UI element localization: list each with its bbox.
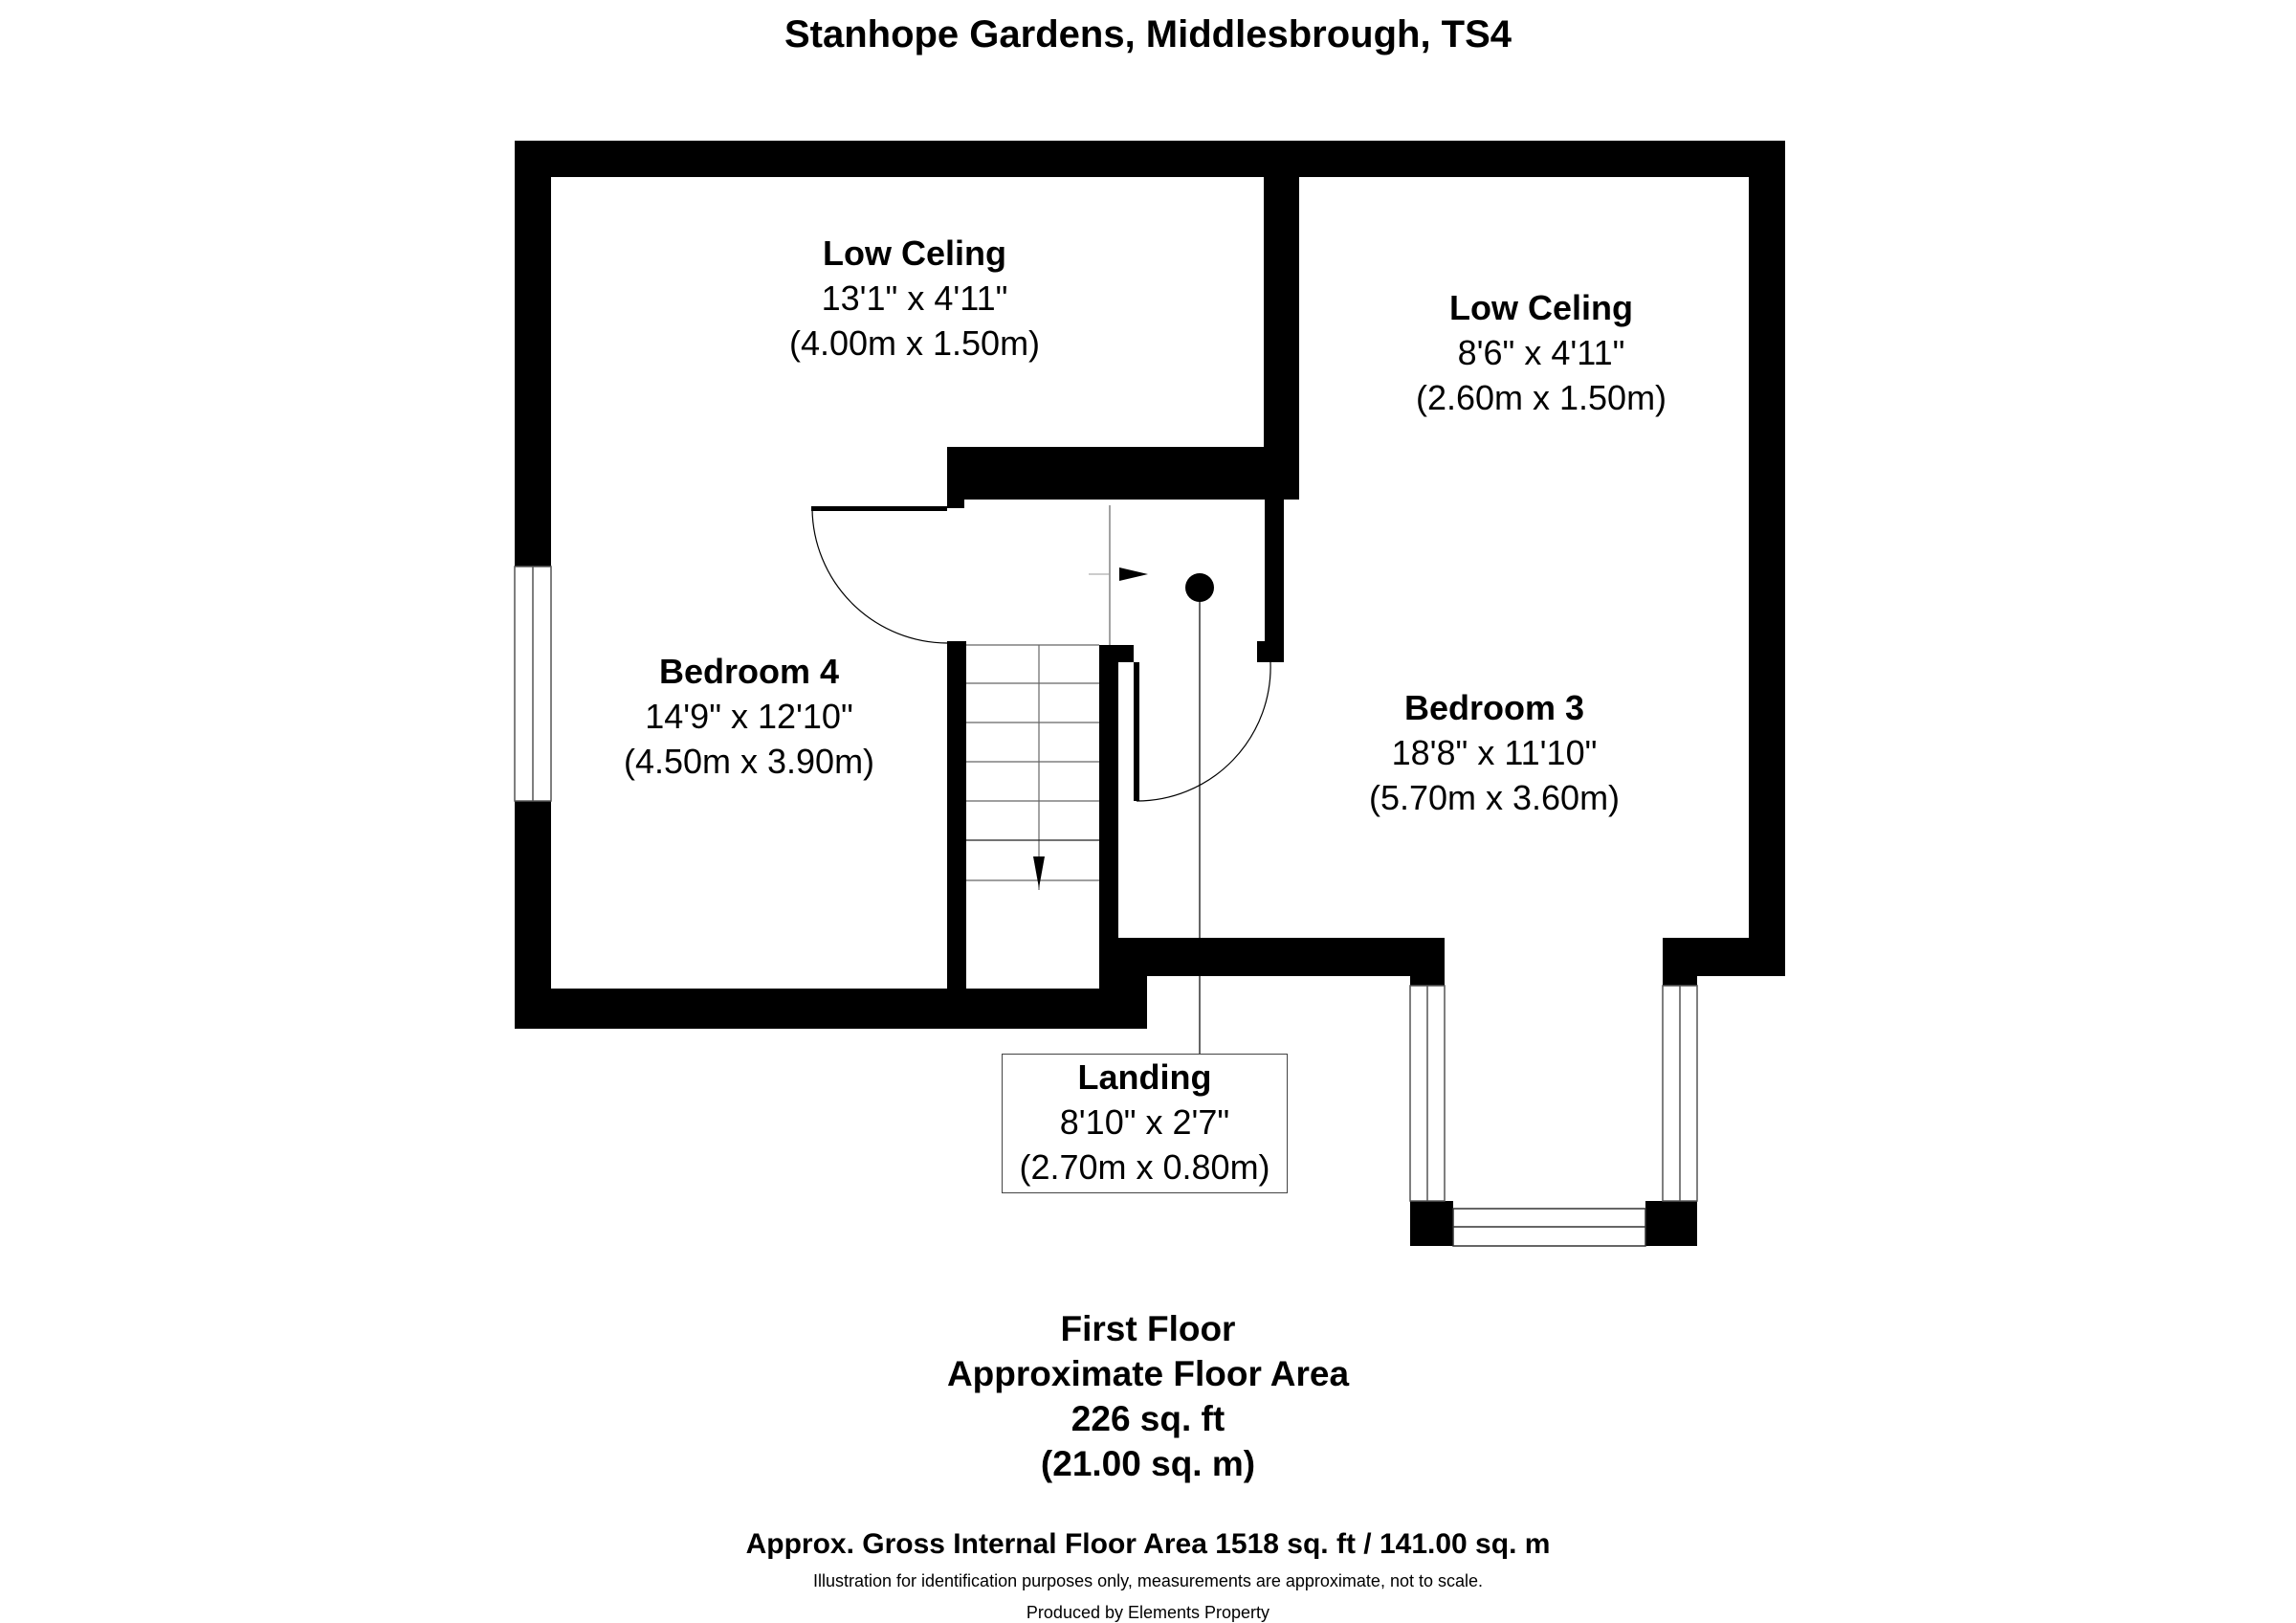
room-metric: (2.70m x 0.80m) [1019, 1147, 1270, 1187]
floor-summary: First Floor Approximate Floor Area 226 s… [0, 1306, 2296, 1486]
room-metric: (5.70m x 3.60m) [1368, 778, 1621, 817]
bay-window-bottom [1452, 1208, 1646, 1247]
room-imperial: 8'10" x 2'7" [1059, 1102, 1230, 1142]
window-left [514, 566, 552, 802]
disclaimer: Illustration for identification purposes… [812, 1571, 1484, 1590]
door-bedroom-4 [811, 506, 948, 644]
room-name: Bedroom 4 [658, 652, 840, 691]
room-imperial: 8'6" x 4'11" [1457, 333, 1625, 372]
gross-internal-area: Approx. Gross Internal Floor Area 1518 s… [745, 1528, 1551, 1560]
room-label-bedroom-4: Bedroom 4 14'9" x 12'10" (4.50m x 3.90m) [624, 649, 874, 784]
room-label-low-ceiling-left: Low Celing 13'1" x 4'11" (4.00m x 1.50m) [789, 231, 1040, 366]
floor-area-label: Approximate Floor Area [946, 1354, 1350, 1393]
walls [515, 141, 1785, 1246]
stair-direction-arrow-icon [1033, 856, 1045, 888]
room-imperial: 13'1" x 4'11" [821, 278, 1008, 318]
room-name: Bedroom 3 [1403, 688, 1585, 727]
room-imperial: 14'9" x 12'10" [645, 697, 853, 736]
page-title: Stanhope Gardens, Middlesbrough, TS4 [784, 13, 1512, 56]
bay-window-left [1409, 985, 1446, 1202]
door-bedroom-3 [1134, 661, 1271, 802]
staircase [966, 505, 1111, 890]
room-label-bedroom-3: Bedroom 3 18'8" x 11'10" (5.70m x 3.60m) [1369, 685, 1620, 820]
floor-area-sqm: (21.00 sq. m) [1040, 1444, 1256, 1483]
room-label-low-ceiling-right: Low Celing 8'6" x 4'11" (2.60m x 1.50m) [1416, 285, 1667, 420]
room-label-landing: Landing 8'10" x 2'7" (2.70m x 0.80m) [1002, 1054, 1288, 1193]
floor-name: First Floor [1060, 1309, 1236, 1348]
room-name: Low Celing [823, 233, 1006, 273]
bay-window-right [1662, 985, 1698, 1202]
room-metric: (4.50m x 3.90m) [623, 742, 875, 781]
room-name: Landing [1077, 1057, 1212, 1097]
room-metric: (2.60m x 1.50m) [1415, 378, 1667, 417]
landing-arrow-icon [1119, 567, 1148, 581]
producer-credit: Produced by Elements Property [1026, 1603, 1270, 1622]
room-imperial: 18'8" x 11'10" [1391, 733, 1598, 772]
floor-area-sqft: 226 sq. ft [1071, 1399, 1225, 1438]
room-name: Low Celing [1449, 288, 1633, 327]
room-metric: (4.00m x 1.50m) [788, 323, 1041, 363]
